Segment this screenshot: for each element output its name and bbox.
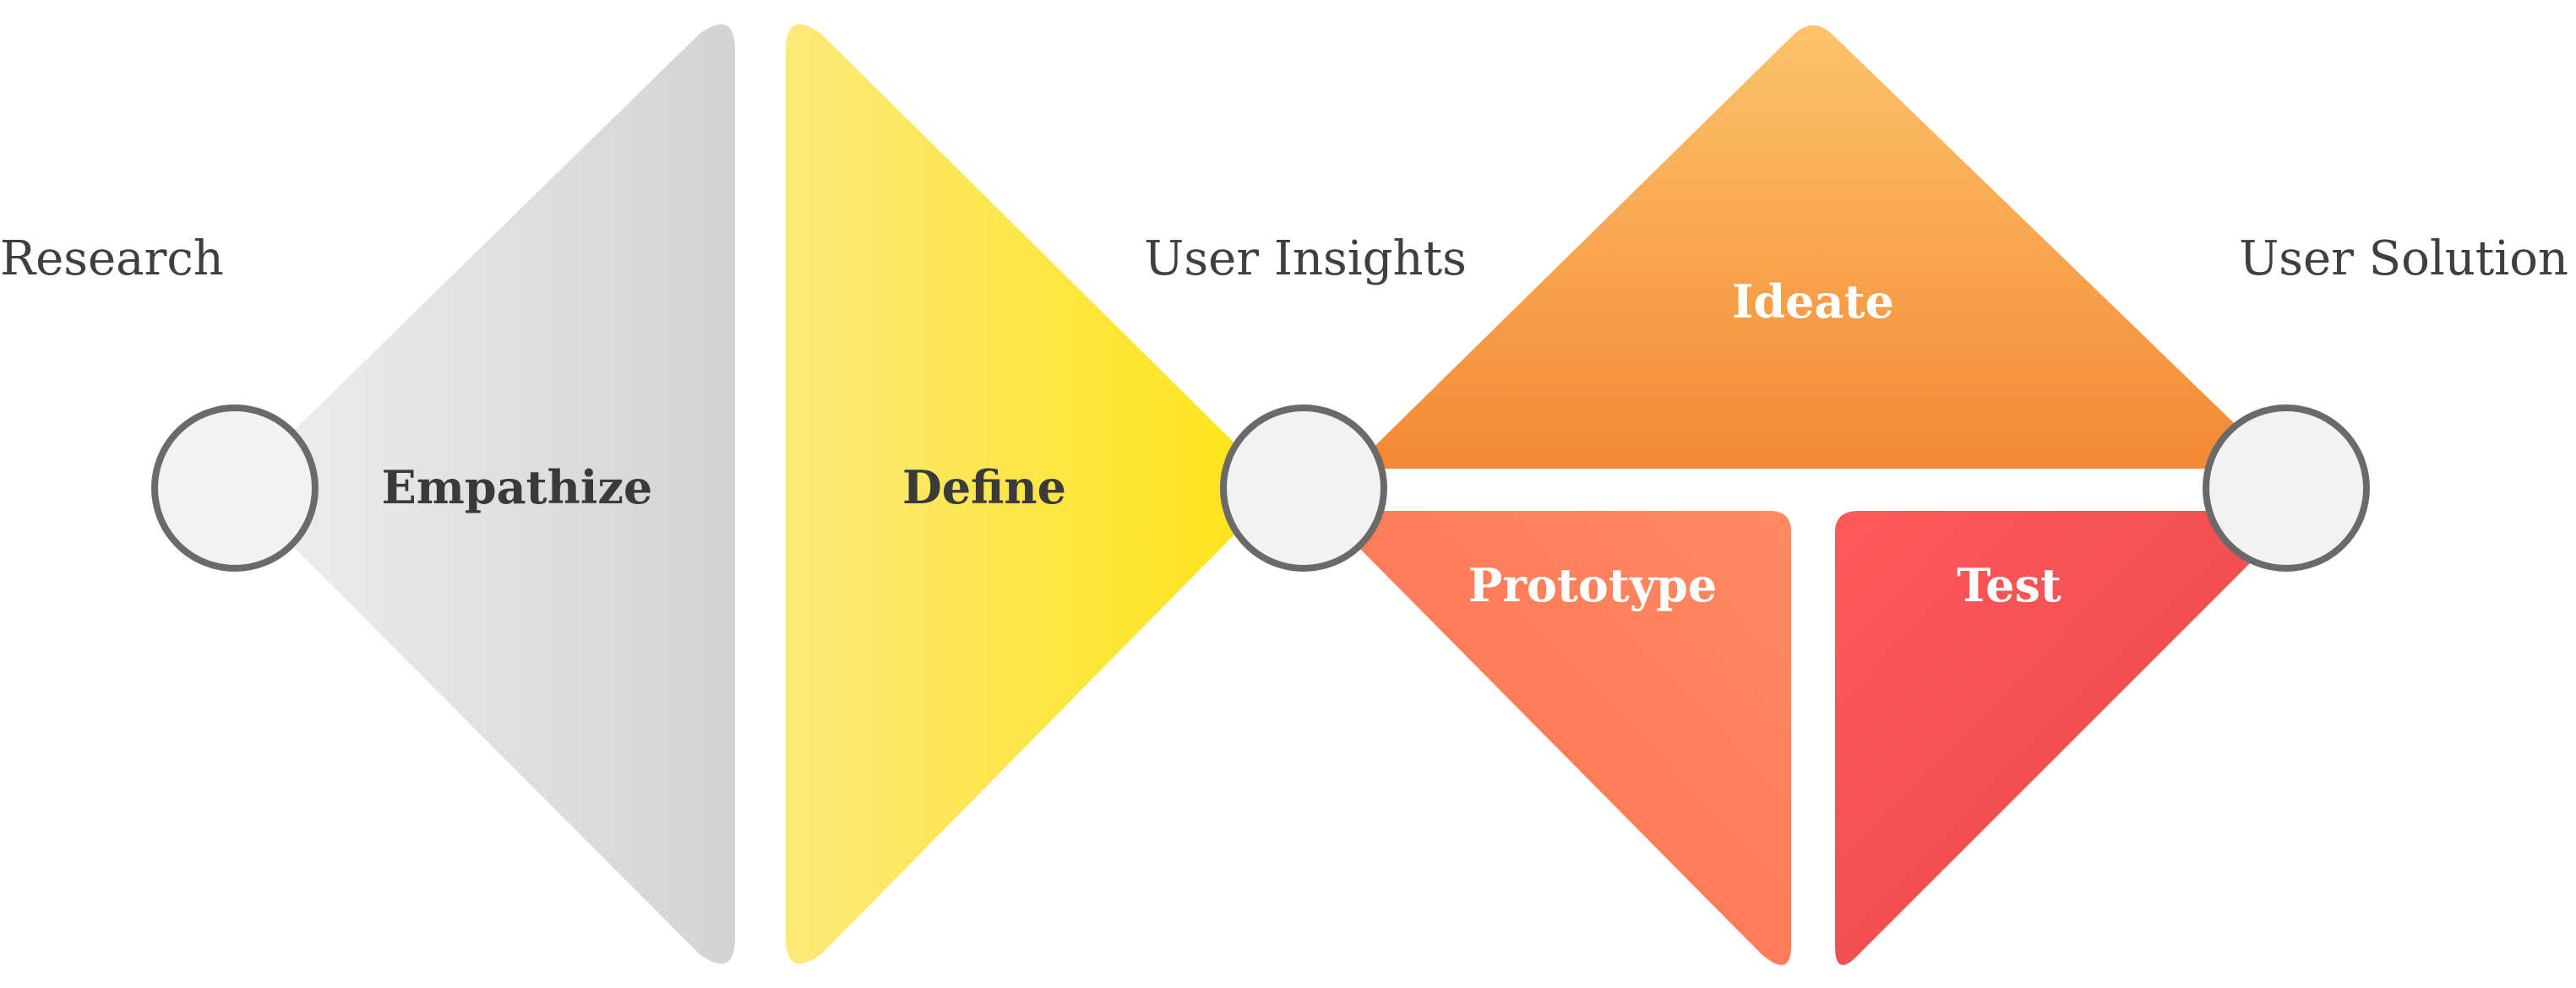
- define-shape: [786, 24, 1280, 964]
- stage-label-prototype: Prototype: [1468, 558, 1717, 612]
- stage-label-ideate: Ideate: [1732, 274, 1894, 328]
- milestone-label-user-insights: User Insights: [1144, 231, 1467, 286]
- stage-label-test: Test: [1957, 558, 2061, 612]
- empathize-shape: [235, 24, 735, 964]
- milestone-label-user-solution: User Solution: [2239, 231, 2568, 286]
- milestone-label-research: Research: [0, 231, 224, 286]
- circle-node-icon: [151, 404, 319, 572]
- test-shape: [1835, 511, 2281, 965]
- stage-label-define: Define: [902, 460, 1066, 514]
- prototype-shape: [1352, 511, 1791, 965]
- stage-label-empathize: Empathize: [382, 460, 653, 514]
- ideate-shape: [1352, 25, 2281, 469]
- circle-node-icon: [1220, 404, 1387, 572]
- circle-node-icon: [2203, 404, 2370, 572]
